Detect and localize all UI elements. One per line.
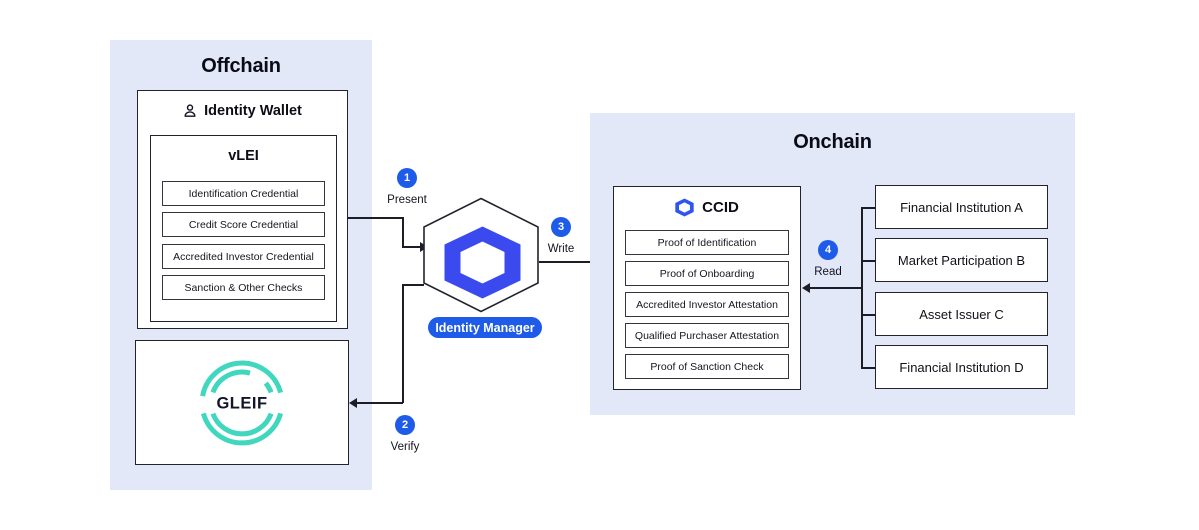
attestation-row: Proof of Onboarding bbox=[625, 261, 789, 286]
participant-box: Financial Institution A bbox=[875, 185, 1048, 229]
attestation-row: Proof of Sanction Check bbox=[625, 354, 789, 379]
identity-manager-pill: Identity Manager bbox=[428, 317, 542, 338]
ccid-hexagon-icon bbox=[675, 197, 694, 218]
connector-present-v bbox=[402, 217, 404, 247]
connector-verify-h1 bbox=[402, 284, 424, 286]
step-label-verify: Verify bbox=[390, 441, 420, 453]
step-badge-2: 2 bbox=[395, 415, 415, 435]
arrowhead-verify bbox=[349, 398, 357, 408]
participant-box: Financial Institution D bbox=[875, 345, 1048, 389]
participant-box: Market Participation B bbox=[875, 238, 1048, 282]
person-icon bbox=[183, 104, 197, 118]
gleif-logo: GLEIF bbox=[196, 357, 288, 454]
credential-row: Sanction & Other Checks bbox=[162, 275, 325, 300]
step-badge-1: 1 bbox=[397, 168, 417, 188]
identity-wallet-header: Identity Wallet bbox=[137, 103, 348, 119]
connector-present-h2 bbox=[402, 246, 422, 248]
connector-present-h1 bbox=[348, 217, 403, 219]
chainlink-logo-icon bbox=[444, 226, 521, 299]
attestation-row: Qualified Purchaser Attestation bbox=[625, 323, 789, 348]
connector-write-h bbox=[539, 261, 605, 263]
gleif-label: GLEIF bbox=[216, 395, 267, 413]
offchain-title: Offchain bbox=[201, 55, 281, 77]
attestation-row: Proof of Identification bbox=[625, 230, 789, 255]
participants-stub-1 bbox=[861, 207, 876, 209]
identity-wallet-label: Identity Wallet bbox=[204, 103, 302, 119]
participants-bracket-v bbox=[861, 207, 863, 368]
vlei-title: vLEI bbox=[228, 148, 259, 164]
participants-stub-2 bbox=[861, 260, 876, 262]
ccid-label: CCID bbox=[702, 199, 739, 216]
credential-row: Credit Score Credential bbox=[162, 212, 325, 237]
ccid-header: CCID bbox=[613, 197, 801, 218]
connector-read-h bbox=[808, 287, 863, 289]
credential-row: Accredited Investor Credential bbox=[162, 244, 325, 269]
step-label-read: Read bbox=[814, 266, 842, 278]
connector-verify-h2 bbox=[356, 402, 403, 404]
connector-verify-v bbox=[402, 284, 404, 403]
step-badge-4: 4 bbox=[818, 240, 838, 260]
onchain-title: Onchain bbox=[793, 131, 872, 153]
step-badge-3: 3 bbox=[551, 217, 571, 237]
credential-row: Identification Credential bbox=[162, 181, 325, 206]
step-label-write: Write bbox=[547, 243, 575, 255]
identity-manager-hexagon bbox=[422, 197, 540, 318]
attestation-row: Accredited Investor Attestation bbox=[625, 292, 789, 317]
participant-box: Asset Issuer C bbox=[875, 292, 1048, 336]
arrowhead-read bbox=[802, 283, 810, 293]
participants-stub-3 bbox=[861, 314, 876, 316]
step-label-present: Present bbox=[387, 194, 427, 206]
participants-stub-4 bbox=[861, 367, 876, 369]
